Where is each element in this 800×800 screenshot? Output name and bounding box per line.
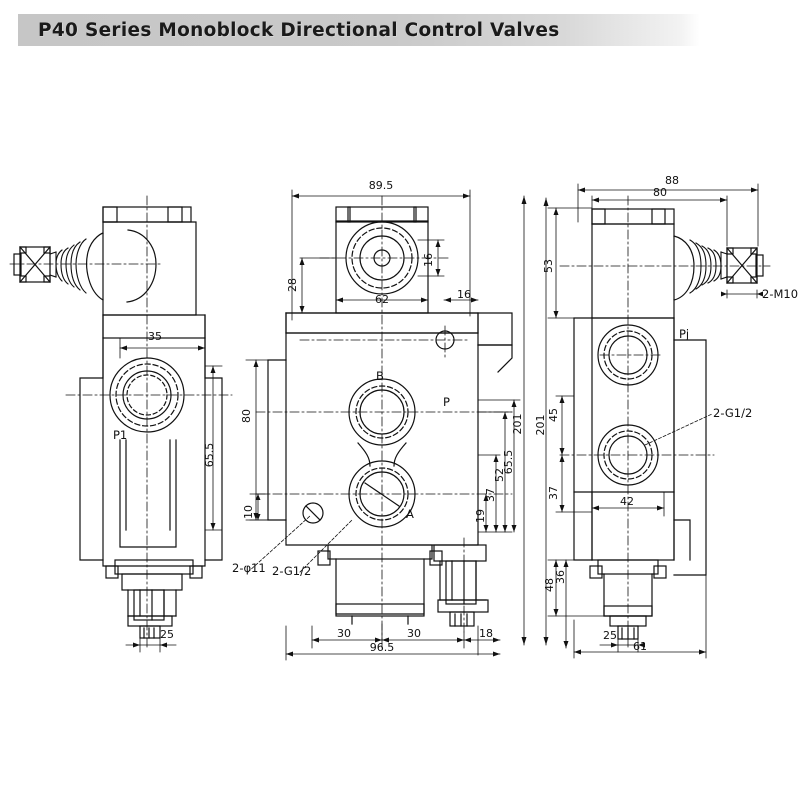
dim-right-88: 88 <box>665 174 679 187</box>
dim-center-52: 52 <box>493 468 506 482</box>
page-title: P40 Series Monoblock Directional Control… <box>38 19 560 41</box>
dim-right-53: 53 <box>542 259 555 273</box>
dim-center-80: 80 <box>240 409 253 423</box>
dim-left-35: 35 <box>148 330 162 343</box>
port-label-p: P <box>443 395 450 409</box>
dim-center-201: 201 <box>511 414 524 435</box>
dim-right-42: 42 <box>620 495 634 508</box>
right-view-centrelines <box>559 195 771 649</box>
port-label-a: A <box>406 507 414 521</box>
dim-center-18: 18 <box>479 627 493 640</box>
left-view-centrelines <box>9 195 233 649</box>
dim-center-28: 28 <box>286 278 299 292</box>
product-title-bar: P40 Series Monoblock Directional Control… <box>18 14 700 46</box>
right-view-geometry <box>573 208 764 640</box>
dim-right-36: 36 <box>554 570 567 584</box>
left-view-geometry <box>13 206 223 639</box>
note-right-g12: 2-G1/2 <box>713 406 752 420</box>
note-center-holes: 2-φ11 <box>232 561 266 575</box>
port-label-p1: P1 <box>113 428 127 442</box>
dim-center-89-5: 89.5 <box>369 179 394 192</box>
right-view-dimensions <box>543 183 763 659</box>
note-center-g12: 2-G1/2 <box>272 564 311 578</box>
dim-center-37: 37 <box>484 488 497 502</box>
port-label-b: B <box>376 369 384 383</box>
center-view-dimensions <box>245 189 527 661</box>
dim-right-48: 48 <box>543 578 556 592</box>
dim-right-37: 37 <box>547 486 560 500</box>
dim-center-65-5: 65.5 <box>502 450 515 475</box>
dim-right-61: 61 <box>633 640 647 653</box>
dim-center-16-right: 16 <box>457 288 471 301</box>
dim-center-30-a: 30 <box>337 627 351 640</box>
dim-right-80: 80 <box>653 186 667 199</box>
dim-left-65-5: 65.5 <box>203 443 216 468</box>
dim-center-16-top: 16 <box>422 253 435 267</box>
dim-right-25: 25 <box>603 629 617 642</box>
dim-right-201: 201 <box>534 415 547 436</box>
dim-center-62: 62 <box>375 293 389 306</box>
center-view-centrelines <box>255 195 513 641</box>
dim-left-25: 25 <box>160 628 174 641</box>
drawing-text-labels: 35 65.5 25 P1 89.5 28 16 62 16 80 10 19 … <box>113 174 798 654</box>
port-label-pj: Pj <box>679 327 689 341</box>
dim-center-19: 19 <box>474 509 487 523</box>
dim-right-45: 45 <box>547 408 560 422</box>
dim-center-96-5: 96.5 <box>370 641 395 654</box>
note-right-m10: 2-M10 <box>762 287 798 301</box>
dim-center-10: 10 <box>242 505 255 519</box>
left-view-dimensions <box>119 337 223 653</box>
dim-center-30-b: 30 <box>407 627 421 640</box>
